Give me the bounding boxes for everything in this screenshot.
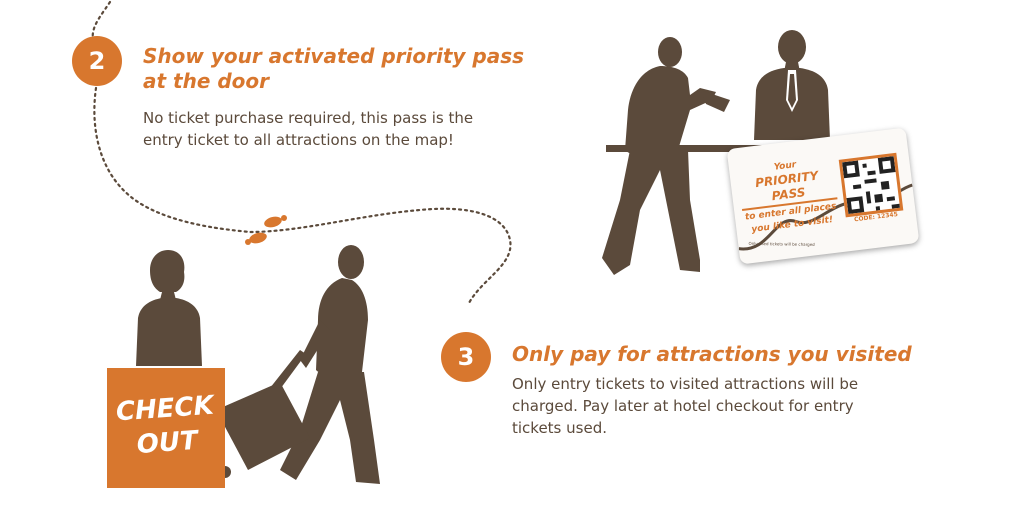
qr-pattern — [842, 156, 901, 215]
step-2-description: No ticket purchase required, this pass i… — [143, 107, 543, 151]
step-3-description-line1: Only entry tickets to visited attraction… — [512, 375, 859, 393]
step-3-description: Only entry tickets to visited attraction… — [512, 373, 992, 439]
priority-pass-card: Your PRIORITY PASS to enter all places y… — [726, 127, 920, 265]
checkout-desk: CHECK OUT — [107, 368, 225, 488]
step-3-description-line2: charged. Pay later at hotel checkout for… — [512, 397, 854, 415]
dotted-path-middle — [93, 86, 512, 307]
traveller-silhouette — [602, 37, 730, 275]
step-3-title: Only pay for attractions you visited — [512, 342, 992, 367]
step-2-description-line1: No ticket purchase required, this pass i… — [143, 109, 474, 127]
step-2-description-line2: entry ticket to all attractions on the m… — [143, 131, 454, 149]
checkout-label: CHECK OUT — [105, 388, 227, 464]
step-3-description-line3: tickets used. — [512, 419, 607, 437]
step-number-2: 2 — [72, 36, 122, 86]
step-2-title-line1: Show your activated priority pass — [143, 44, 525, 68]
step-number-3: 3 — [441, 332, 491, 382]
man-with-suitcase-silhouette — [216, 245, 380, 484]
step-3-title-line1: Only pay for attractions you visited — [512, 342, 912, 366]
clerk-silhouette — [754, 30, 830, 140]
qr-code-icon — [838, 152, 904, 218]
footsteps-icon — [245, 215, 287, 245]
step-2-title: Show your activated priority pass at the… — [143, 44, 563, 94]
suitcase-icon — [216, 382, 310, 470]
pass-text: Your PRIORITY PASS to enter all places y… — [737, 155, 841, 237]
step-2-title-line2: at the door — [143, 69, 270, 93]
counter-desk — [606, 145, 786, 152]
receptionist-silhouette — [136, 250, 202, 366]
